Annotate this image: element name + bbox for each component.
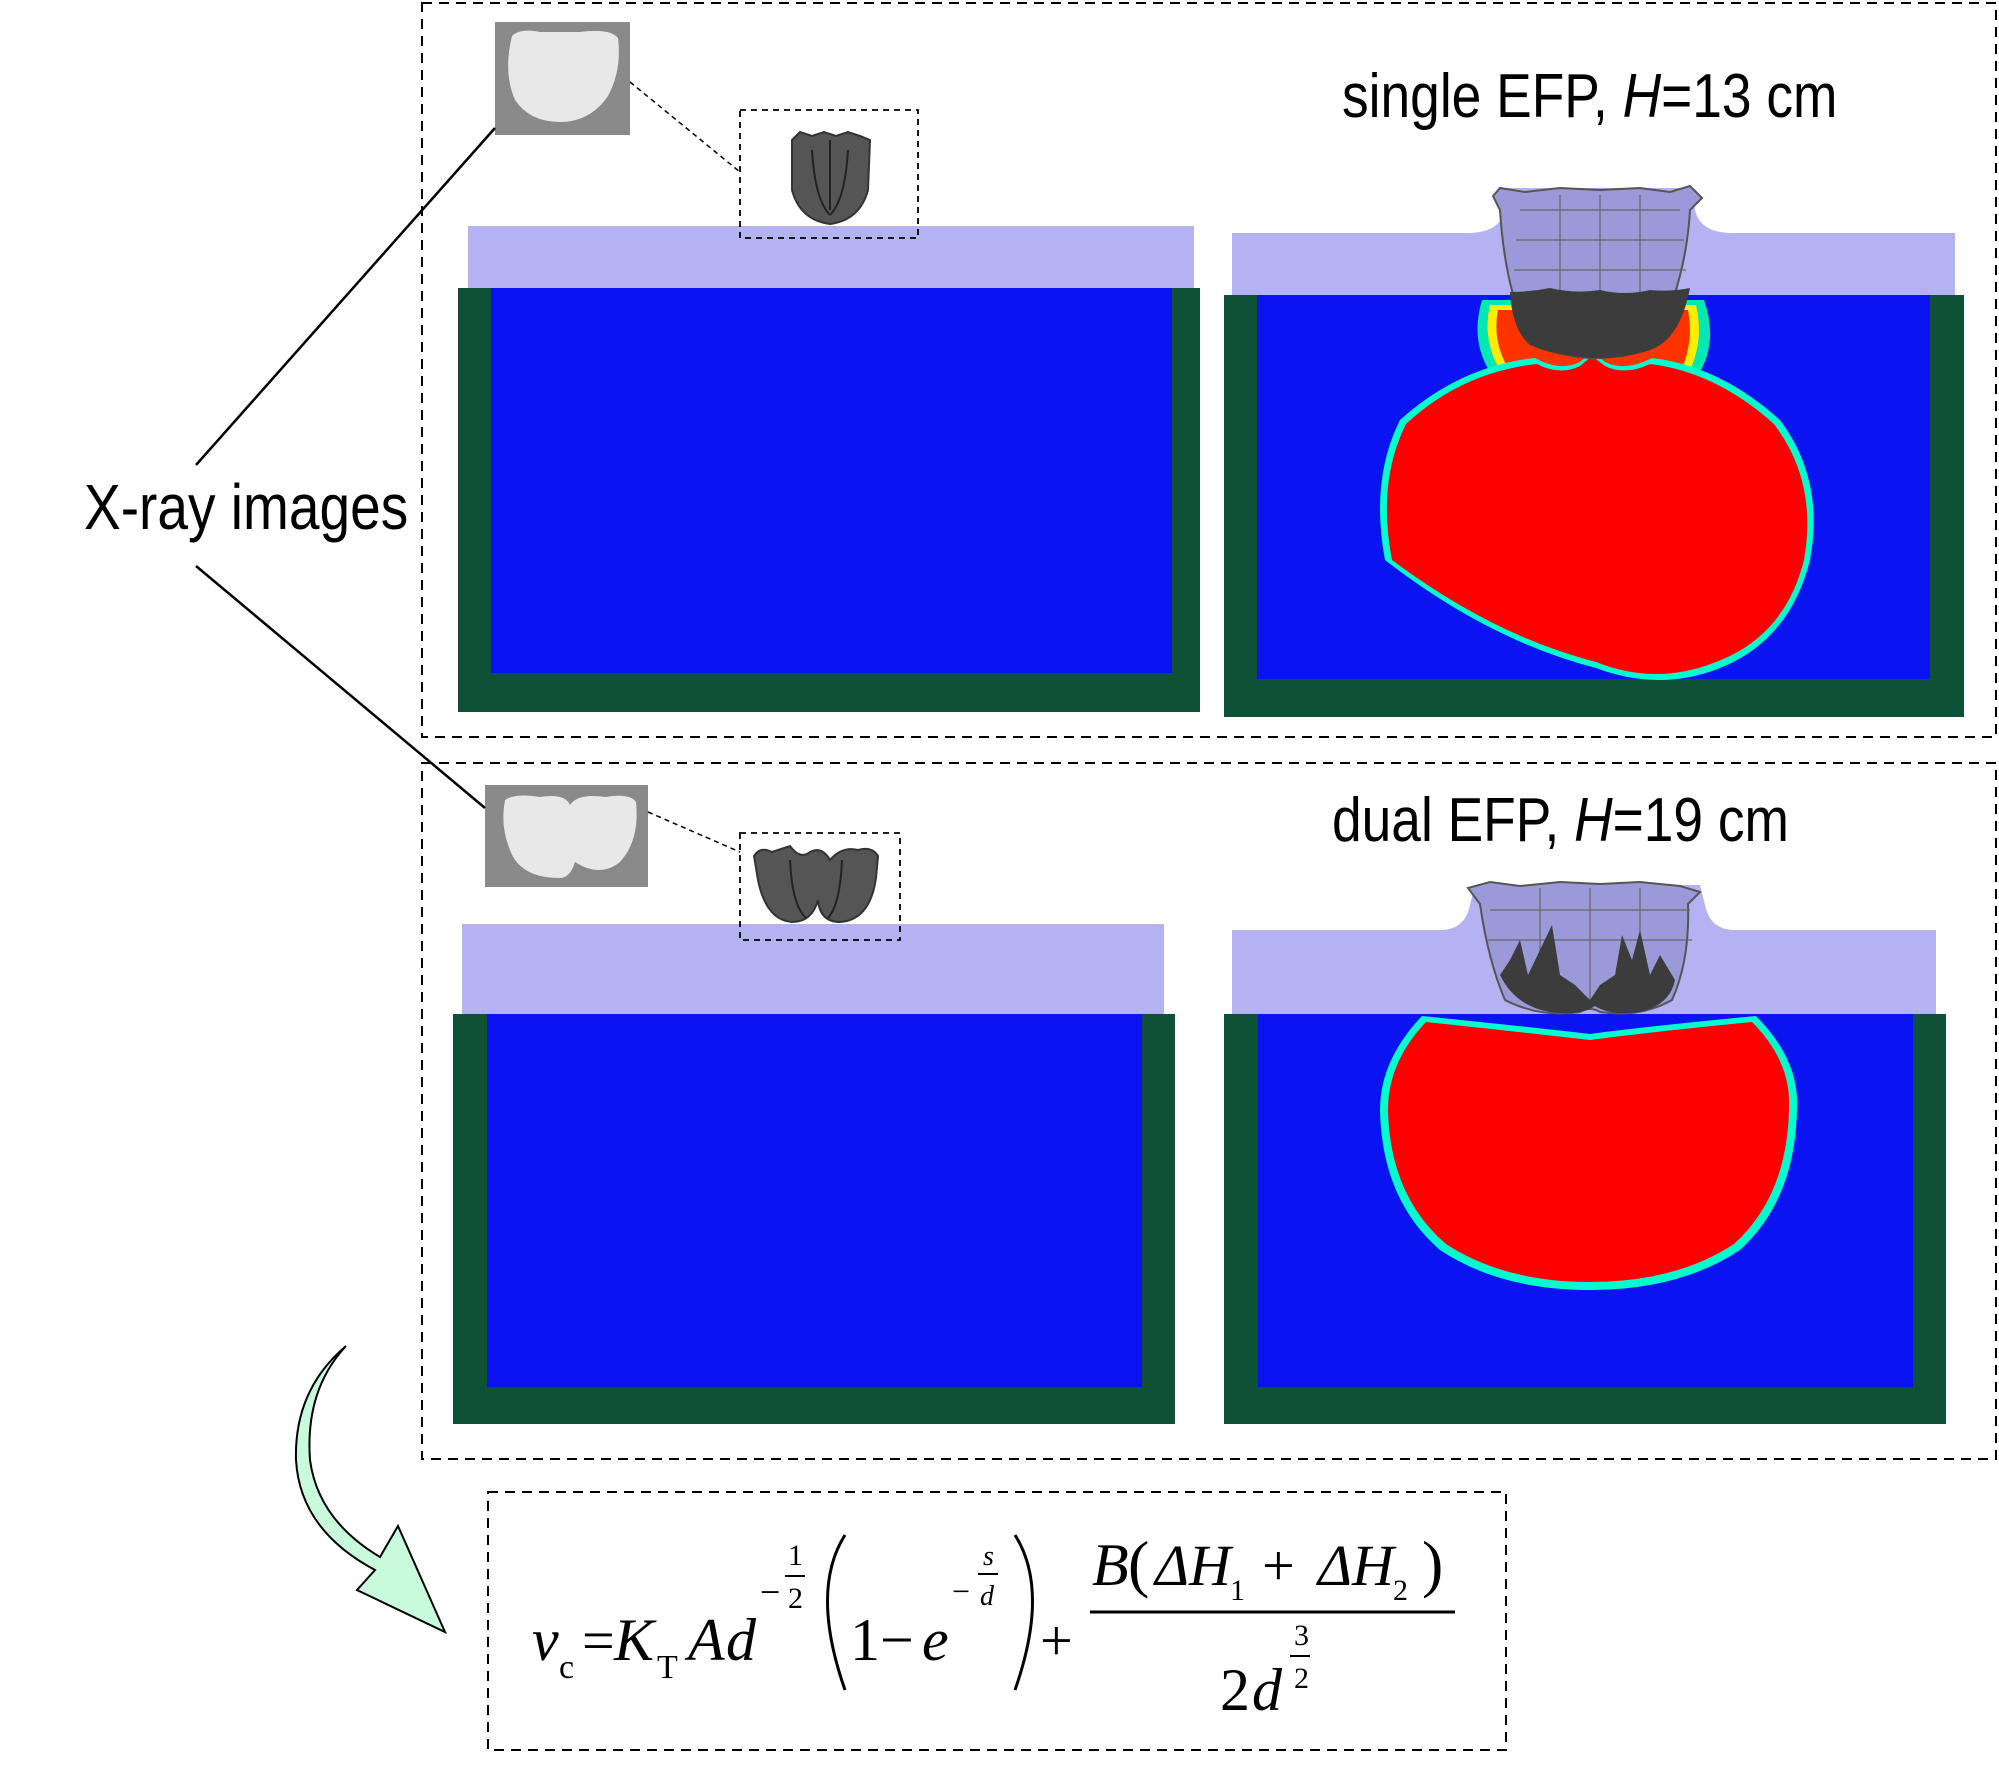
crater-region xyxy=(1386,356,1808,674)
formula-exp-num: 1 xyxy=(788,1539,803,1572)
formula-minus: − xyxy=(880,1607,914,1673)
formula-sub1: 1 xyxy=(1230,1574,1245,1607)
projectile-core xyxy=(1510,288,1690,359)
formula-den-exp-num: 3 xyxy=(1294,1619,1309,1652)
formula-plus-inner: + xyxy=(1262,1533,1295,1598)
formula-e-exp-minus: − xyxy=(952,1573,970,1609)
single-efp-prefix: single EFP, xyxy=(1342,62,1623,131)
projectile-inset-dual xyxy=(739,832,901,941)
formula-e: e xyxy=(922,1607,949,1673)
formula-den-d: d xyxy=(1252,1657,1283,1723)
dual-efp-label: dual EFP, H=19 cm xyxy=(1332,790,1789,852)
formula-d: d xyxy=(726,1607,757,1673)
xray-to-projectile-connector-single xyxy=(629,81,741,173)
svg-text:(: ( xyxy=(1128,1528,1149,1599)
single-efp-variable: H xyxy=(1622,62,1662,131)
xray-image-dual xyxy=(485,785,648,887)
xray-image-single xyxy=(495,22,630,135)
formula-A: A xyxy=(684,1607,725,1673)
simulation-dual xyxy=(1224,880,1946,1424)
formula-exp-den: 2 xyxy=(788,1582,803,1615)
formula-v-sub: c xyxy=(559,1649,574,1686)
panel-single-border xyxy=(421,2,1997,738)
formula-delta1: ΔH xyxy=(1153,1533,1234,1598)
single-efp-label: single EFP, H=13 cm xyxy=(1342,66,1837,128)
formula-e-exp-d: d xyxy=(980,1581,995,1612)
formula-B: B xyxy=(1092,1532,1129,1598)
formula-s: s xyxy=(983,1541,994,1572)
simulation-single xyxy=(1224,184,1964,717)
projectile-single-ridges xyxy=(811,140,849,216)
panel-dual-border xyxy=(421,762,1997,1460)
curved-arrow xyxy=(294,1345,448,1635)
formula-K: K xyxy=(613,1607,657,1673)
single-efp-suffix: =13 cm xyxy=(1661,62,1838,131)
target-dual-experiment xyxy=(453,924,1175,1424)
formula-exp-minus: − xyxy=(760,1572,780,1612)
svg-text:): ) xyxy=(1422,1528,1443,1599)
formula-delta2: ΔH xyxy=(1316,1533,1397,1598)
cover-plate xyxy=(468,226,1194,288)
formula-box xyxy=(487,1491,1507,1751)
cover-plate xyxy=(462,924,1164,1014)
crater-region xyxy=(1388,1022,1790,1282)
formula-plus: + xyxy=(1040,1608,1073,1673)
formula-sub2: 2 xyxy=(1393,1574,1408,1607)
projectile-dual xyxy=(752,844,880,924)
dual-efp-variable: H xyxy=(1574,786,1613,855)
xray-leader-line-bottom xyxy=(195,565,486,809)
formula-one: 1 xyxy=(850,1607,880,1673)
formula-den-two: 2 xyxy=(1220,1657,1250,1723)
target-block xyxy=(491,288,1172,673)
formula-den-exp-den: 2 xyxy=(1294,1662,1309,1695)
projectile-core xyxy=(1500,925,1675,1014)
formula-v: v xyxy=(532,1607,559,1673)
formula-right-paren xyxy=(1013,1534,1034,1691)
dual-efp-prefix: dual EFP, xyxy=(1332,786,1575,855)
xray-to-projectile-connector-dual xyxy=(647,811,741,853)
formula-left-paren xyxy=(826,1534,847,1691)
xray-leader-line-top xyxy=(195,127,496,466)
xray-images-label: X-ray images xyxy=(84,471,409,543)
formula-K-sub: T xyxy=(657,1649,678,1686)
formula: v c = K T A d − 1 2 1 − e − s d + B ( ΔH… xyxy=(532,1528,1455,1723)
target-single-experiment xyxy=(458,226,1200,712)
target-block xyxy=(487,1014,1142,1387)
projectile-inset-single xyxy=(739,109,919,239)
dual-efp-suffix: =19 cm xyxy=(1612,786,1789,855)
formula-equals: = xyxy=(582,1608,615,1673)
